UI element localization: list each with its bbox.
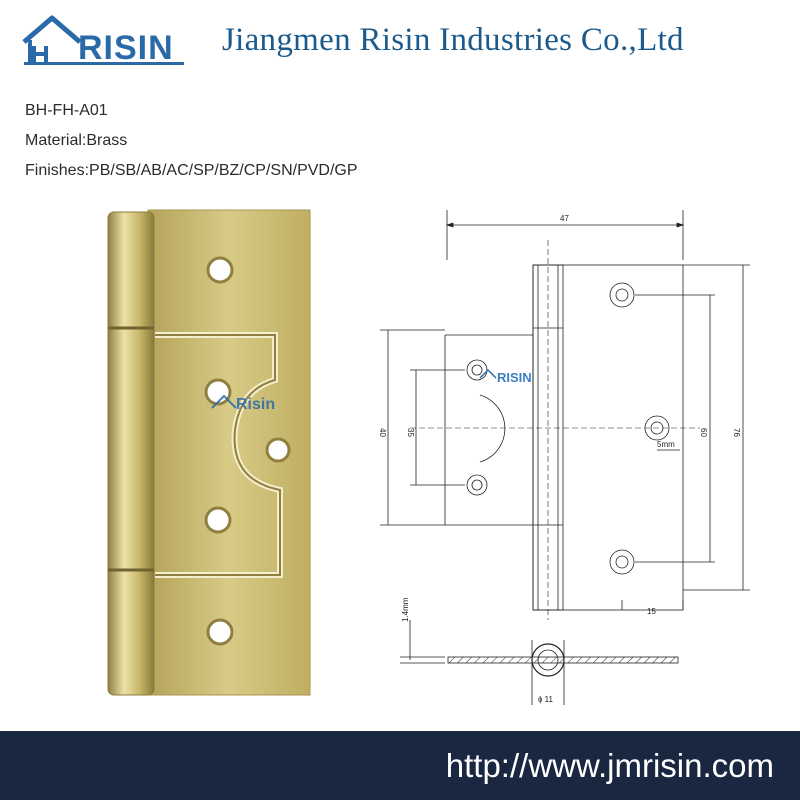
dim-height-left-label: 40: [378, 428, 387, 437]
material-line: Material:Brass: [25, 132, 128, 149]
footer: http://www.jmrisin.com: [0, 731, 800, 800]
company-logo: RISIN: [20, 10, 185, 70]
product-specs: BH-FH-A01 Material:Brass Finishes:PB/SB/…: [25, 96, 445, 186]
model-number: BH-FH-A01: [25, 102, 108, 119]
dim-bottom-label: 15: [647, 607, 656, 616]
photo-watermark: Risin: [211, 394, 275, 413]
header: RISIN Jiangmen Risin Industries Co.,Ltd: [0, 0, 800, 82]
dim-thickness-label: 1.4mm: [401, 597, 410, 622]
dim-inner-left-label: 35: [406, 428, 415, 437]
dim-width-label: 47: [560, 214, 569, 223]
technical-drawing: 47 40 35 60 76 5mm 15 1.4mm ɸ 11 RISIN: [360, 200, 790, 720]
dim-hole-spacing-label: 60: [699, 428, 708, 437]
dim-total-height-label: 76: [732, 428, 741, 437]
hinge-photo: Risin: [100, 200, 330, 700]
company-name: Jiangmen Risin Industries Co.,Ltd: [222, 22, 684, 58]
drawing-watermark: RISIN: [479, 368, 532, 385]
website-url[interactable]: http://www.jmrisin.com: [445, 747, 774, 784]
house-logo-icon: RISIN: [22, 15, 184, 67]
finishes-line: Finishes:PB/SB/AB/AC/SP/BZ/CP/SN/PVD/GP: [25, 162, 358, 179]
photo-watermark-text: Risin: [236, 396, 275, 413]
logo-text: RISIN: [78, 29, 174, 67]
drawing-watermark-text: RISIN: [497, 370, 532, 385]
dim-offset-label: 5mm: [657, 440, 675, 449]
dim-pin-label: ɸ 11: [538, 695, 553, 704]
